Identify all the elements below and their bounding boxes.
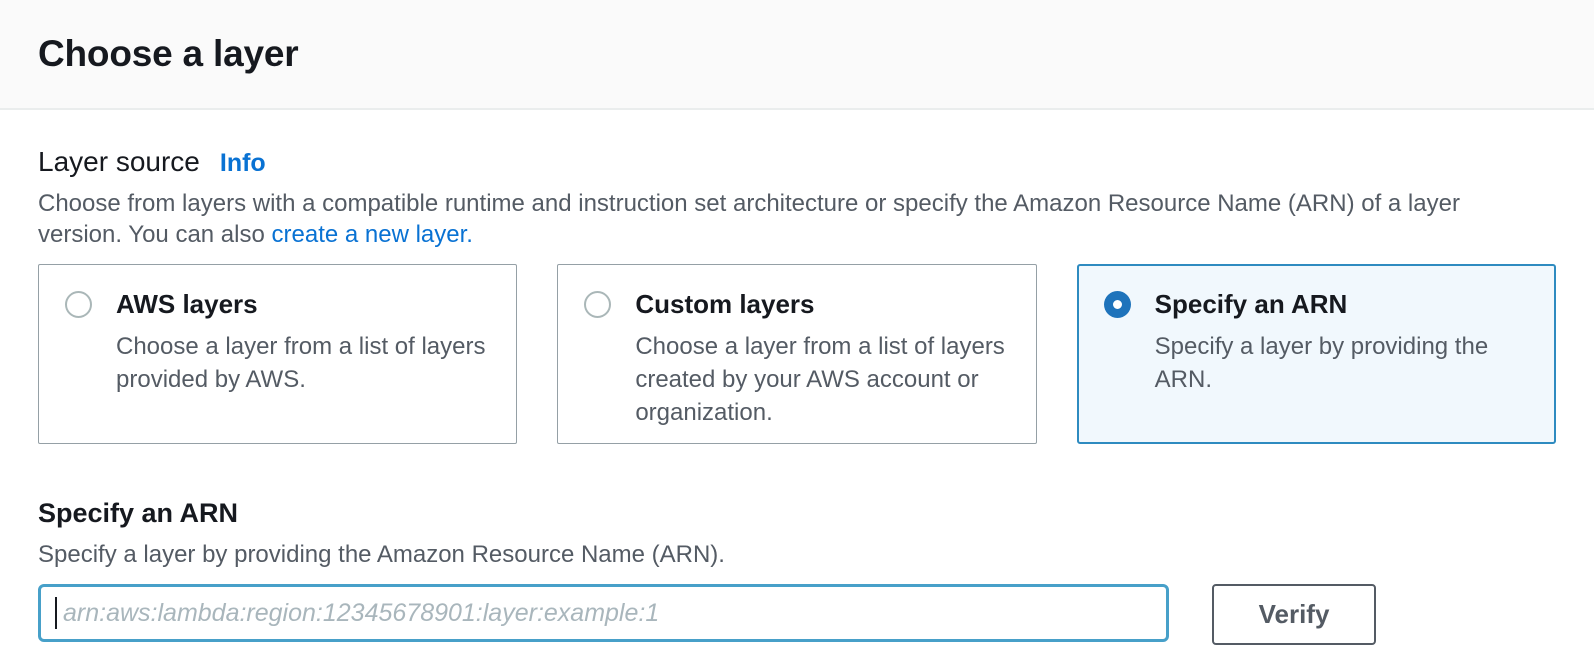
- text-caret: [55, 597, 57, 629]
- layer-source-description: Choose from layers with a compatible run…: [38, 188, 1518, 250]
- radio-button-unselected-icon[interactable]: [584, 291, 612, 318]
- option-title: AWS layers: [116, 289, 258, 319]
- layer-source-options: AWS layers Choose a layer from a list of…: [38, 264, 1556, 444]
- layer-source-label: Layer source: [38, 146, 200, 177]
- option-card-custom-layers[interactable]: Custom layers Choose a layer from a list…: [557, 264, 1037, 444]
- option-card-specify-arn[interactable]: Specify an ARN Specify a layer by provid…: [1076, 264, 1556, 444]
- dialog-header: Choose a layer: [0, 0, 1594, 110]
- specify-arn-description: Specify a layer by providing the Amazon …: [38, 541, 725, 568]
- create-new-layer-link[interactable]: create a new layer.: [271, 221, 473, 248]
- layer-source-description-text: Choose from layers with a compatible run…: [38, 190, 1460, 248]
- radio-button-selected-icon[interactable]: [1103, 291, 1131, 318]
- option-card-aws-layers[interactable]: AWS layers Choose a layer from a list of…: [38, 264, 518, 444]
- dialog-body: Layer source Info Choose from layers wit…: [0, 110, 1594, 645]
- specify-arn-section: Specify an ARN Specify a layer by provid…: [38, 498, 1556, 645]
- option-description: Specify a layer by providing the ARN.: [1154, 333, 1489, 393]
- page-title: Choose a layer: [38, 33, 299, 74]
- option-title-row: AWS layers: [65, 289, 490, 320]
- option-title-row: Specify an ARN: [1103, 289, 1529, 320]
- option-description: Choose a layer from a list of layers pro…: [116, 333, 486, 393]
- option-title-row: Custom layers: [584, 289, 1009, 320]
- option-title: Specify an ARN: [1154, 289, 1348, 319]
- radio-button-unselected-icon[interactable]: [65, 291, 92, 318]
- option-description: Choose a layer from a list of layers cre…: [635, 333, 1005, 426]
- layer-source-label-row: Layer source Info: [38, 146, 1556, 178]
- info-link[interactable]: Info: [219, 149, 266, 177]
- option-title: Custom layers: [635, 289, 815, 319]
- verify-button[interactable]: Verify: [1212, 584, 1376, 645]
- arn-input-wrapper: [38, 584, 1169, 642]
- specify-arn-title: Specify an ARN: [38, 498, 239, 528]
- arn-input[interactable]: [38, 584, 1169, 642]
- arn-input-row: Verify: [38, 584, 1556, 645]
